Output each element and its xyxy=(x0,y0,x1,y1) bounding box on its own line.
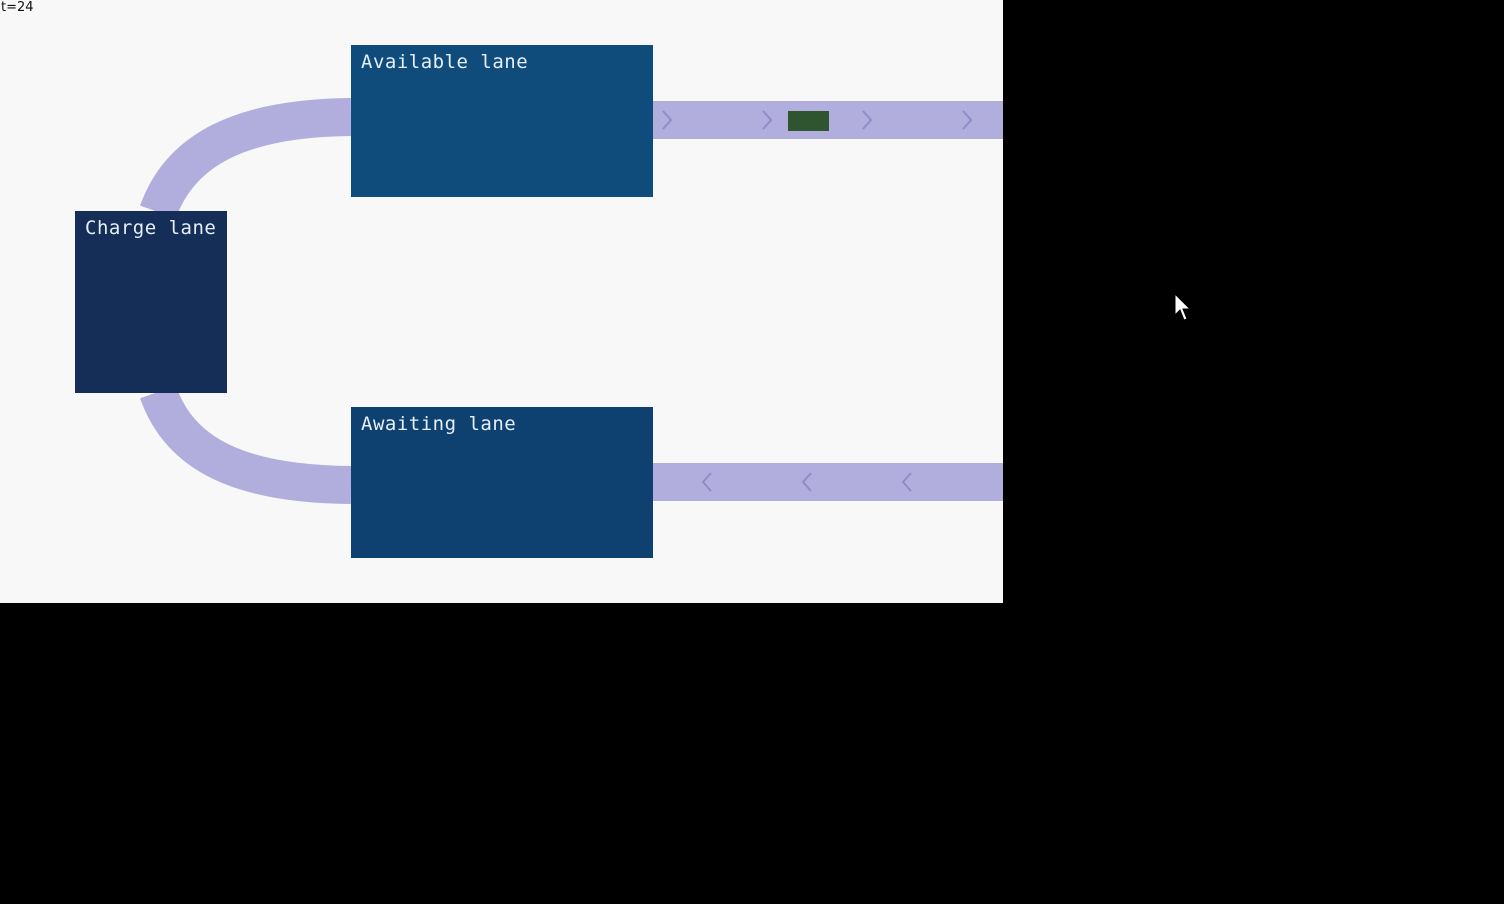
chevron-left-icon xyxy=(701,472,712,492)
tick-counter: t=24 xyxy=(1,0,34,15)
chevron-right-icon xyxy=(962,110,973,130)
track-layer xyxy=(140,98,1003,504)
chevron-left-icon xyxy=(901,472,912,492)
chevron-right-icon xyxy=(662,110,673,130)
simulation-canvas: t=24 Available lane Awaiting lane Charge… xyxy=(0,0,1003,603)
available-lane-label: Available lane xyxy=(361,51,529,73)
awaiting-lane-box[interactable]: Awaiting lane xyxy=(351,407,653,558)
chevron-right-icon xyxy=(762,110,773,130)
vehicle-marker[interactable] xyxy=(788,111,829,131)
available-lane-box[interactable]: Available lane xyxy=(351,45,653,197)
track-segment-inbound xyxy=(653,463,1003,501)
mouse-pointer-icon xyxy=(1174,293,1192,321)
charge-lane-box[interactable]: Charge lane xyxy=(75,211,227,393)
chevron-right-icon xyxy=(862,110,873,130)
track-curve-lower xyxy=(140,385,352,504)
chevron-left-icon xyxy=(801,472,812,492)
charge-lane-label: Charge lane xyxy=(85,217,217,239)
awaiting-lane-label: Awaiting lane xyxy=(361,413,517,435)
track-curve-upper xyxy=(140,98,352,219)
